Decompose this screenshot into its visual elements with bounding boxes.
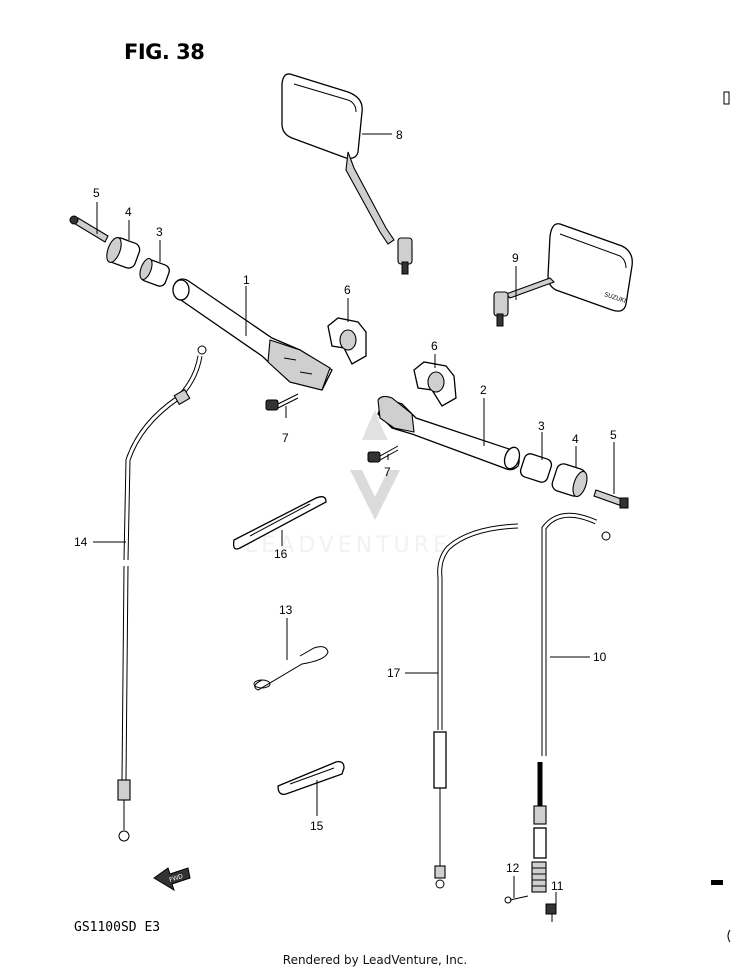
- weight-right-4: [551, 463, 588, 498]
- figure-title: FIG. 38: [124, 40, 205, 64]
- callout-7a: 7: [282, 431, 289, 445]
- clamp-15: [277, 760, 345, 795]
- bolt-left-5: [69, 215, 109, 243]
- callout-2: 2: [480, 383, 487, 397]
- callout-10: 10: [593, 650, 607, 664]
- callout-7b: 7: [384, 465, 391, 479]
- callout-16: 16: [274, 547, 288, 561]
- callout-8: 8: [396, 128, 403, 142]
- cable-17: [433, 523, 519, 889]
- bolt-7b: [367, 445, 399, 463]
- forward-arrow: FWD: [153, 867, 191, 892]
- model-code: GS1100SD E3: [74, 920, 161, 935]
- callout-17: 17: [387, 666, 401, 680]
- pin-12: [504, 895, 529, 904]
- watermark-text: LEADVENTURE: [245, 533, 451, 558]
- callout-3a: 3: [156, 225, 163, 239]
- mirror-left: [281, 73, 413, 275]
- handlebar-left: [172, 278, 333, 391]
- holder-upper-6b: [413, 361, 457, 407]
- bolt-11: [545, 903, 557, 922]
- callout-15: 15: [310, 819, 324, 833]
- callout-3b: 3: [538, 419, 545, 433]
- watermark: LEADVENTURE: [245, 410, 451, 558]
- callout-12: 12: [506, 861, 520, 875]
- cable-tie-16: [232, 496, 327, 550]
- callout-9: 9: [512, 251, 519, 265]
- callout-1: 1: [243, 273, 250, 287]
- callout-4a: 4: [125, 205, 132, 219]
- callout-6b: 6: [431, 339, 438, 353]
- cable-10: [531, 512, 611, 893]
- callout-5a: 5: [93, 186, 100, 200]
- callout-11: 11: [551, 879, 564, 893]
- callout-4b: 4: [572, 432, 579, 446]
- forward-arrow-label: FWD: [168, 873, 184, 884]
- callout-14: 14: [74, 535, 88, 549]
- callouts: 5 4 3 1 6 8 9 6 2 3 4 5 7 7 14 16 13 15 …: [74, 128, 617, 893]
- callout-5b: 5: [610, 428, 617, 442]
- leader-lines: [93, 133, 615, 906]
- wire-clamp-13: [253, 646, 329, 691]
- callout-6a: 6: [344, 283, 351, 297]
- bolt-right-5: [593, 489, 629, 509]
- bolt-7a: [265, 393, 299, 411]
- weight-left-4: [106, 237, 141, 269]
- cable-14: [117, 345, 207, 842]
- callout-13: 13: [279, 603, 293, 617]
- render-credit: Rendered by LeadVenture, Inc.: [282, 953, 468, 967]
- weight-right-3: [519, 453, 553, 483]
- mirror-right: SUZUKI: [493, 223, 633, 327]
- weight-left-3: [139, 257, 170, 287]
- handlebar-right: [377, 395, 521, 471]
- edge-marks: [711, 91, 731, 943]
- holder-upper-6a: [327, 317, 367, 365]
